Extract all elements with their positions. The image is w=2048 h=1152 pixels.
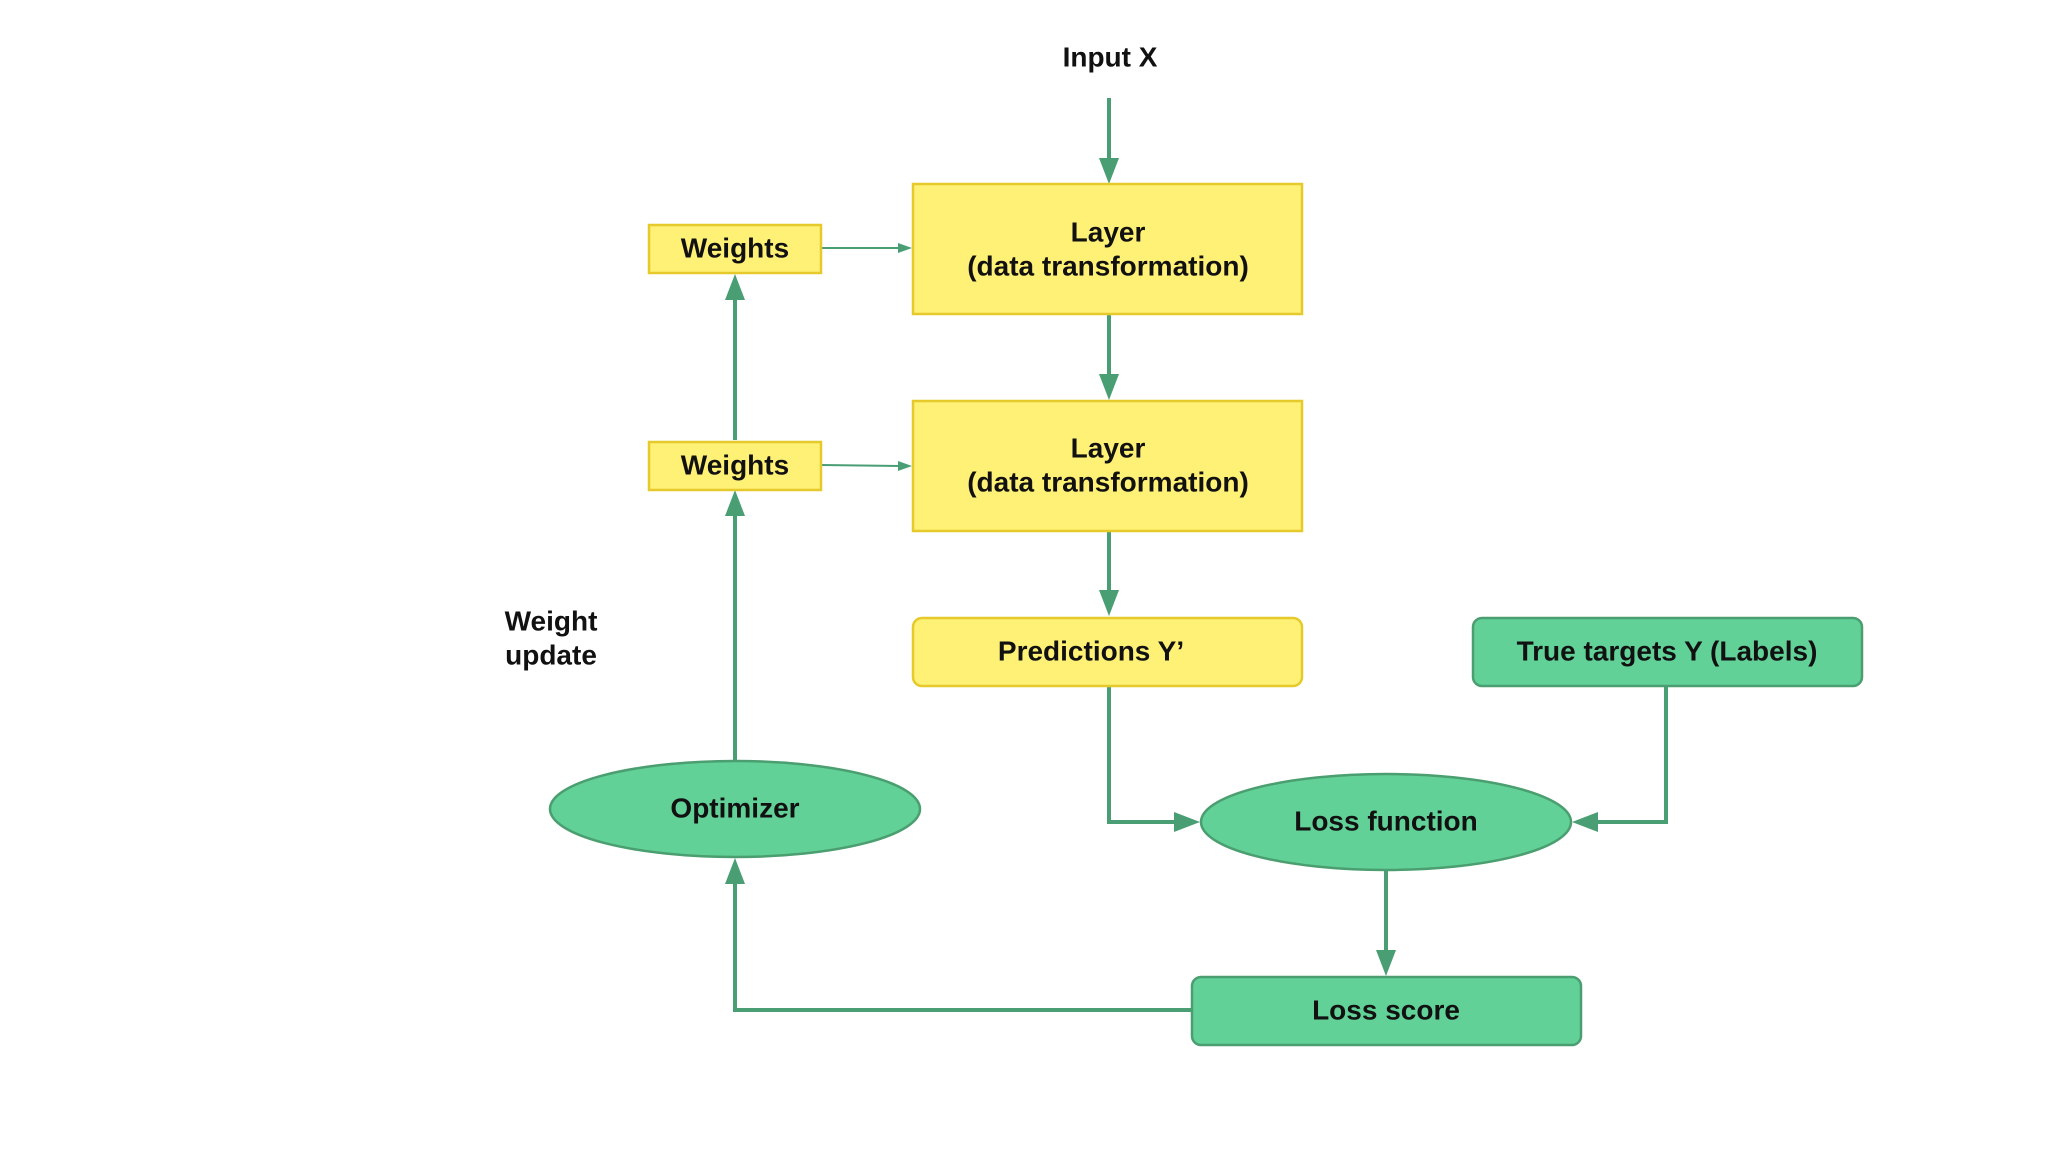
arrowhead-loss-score-to-optimizer <box>725 858 745 884</box>
loss-function-label: Loss function <box>1294 805 1478 836</box>
true-targets-node: True targets Y (Labels) <box>1471 616 1864 688</box>
edge-loss-score-to-optimizer <box>733 882 1192 1012</box>
edge-predictions-to-loss-function <box>1107 686 1176 824</box>
weights2-node: Weights <box>647 440 823 492</box>
layer1-box <box>911 182 1304 316</box>
optimizer-label: Optimizer <box>670 792 799 823</box>
arrowhead-predictions-to-loss-function <box>1174 812 1200 832</box>
weight-update-line2: update <box>505 639 597 670</box>
arrowhead-layer1-to-layer2 <box>1099 374 1119 400</box>
weights1-node: Weights <box>647 223 823 275</box>
predictions-box <box>911 616 1304 688</box>
weights1-box <box>647 223 823 275</box>
arrowhead-weights1-to-layer1 <box>898 243 912 253</box>
edges <box>725 98 1668 1012</box>
arrowhead-input-to-layer1 <box>1099 158 1119 184</box>
arrowhead-weights2-to-weights1 <box>725 274 745 300</box>
edge-true-targets-to-loss-function <box>1596 686 1668 824</box>
optimizer-node: Optimizer <box>548 759 922 859</box>
optimizer-ellipse <box>548 759 922 859</box>
true-targets-label: True targets Y (Labels) <box>1517 635 1818 666</box>
arrowhead-layer2-to-predictions <box>1099 590 1119 616</box>
loss-score-box <box>1190 975 1583 1047</box>
weights2-box <box>647 440 823 492</box>
layer2-box <box>911 399 1304 533</box>
input-x-label: Input X <box>1063 41 1158 72</box>
predictions-label: Predictions Y’ <box>998 635 1184 666</box>
arrowhead-loss-function-to-loss-score <box>1376 950 1396 976</box>
weights2-label: Weights <box>681 449 789 480</box>
layer1-title: Layer <box>1071 216 1146 247</box>
layer1-node: Layer (data transformation) <box>911 182 1304 316</box>
layer2-node: Layer (data transformation) <box>911 399 1304 533</box>
arrowhead-weights2-to-layer2 <box>898 461 912 471</box>
loss-score-label: Loss score <box>1312 994 1460 1025</box>
arrowhead-optimizer-to-weights2 <box>725 490 745 516</box>
arrowhead-true-targets-to-loss-function <box>1572 812 1598 832</box>
layer2-subtitle: (data transformation) <box>967 466 1249 497</box>
loss-function-node: Loss function <box>1199 772 1573 872</box>
layer1-subtitle: (data transformation) <box>967 250 1249 281</box>
loss-score-node: Loss score <box>1190 975 1583 1047</box>
loss-function-ellipse <box>1199 772 1573 872</box>
edge-weights2-to-layer2 <box>821 464 901 467</box>
layer2-title: Layer <box>1071 432 1146 463</box>
weight-update-line1: Weight <box>505 605 598 636</box>
true-targets-box <box>1471 616 1864 688</box>
predictions-node: Predictions Y’ <box>911 616 1304 688</box>
weights1-label: Weights <box>681 232 789 263</box>
